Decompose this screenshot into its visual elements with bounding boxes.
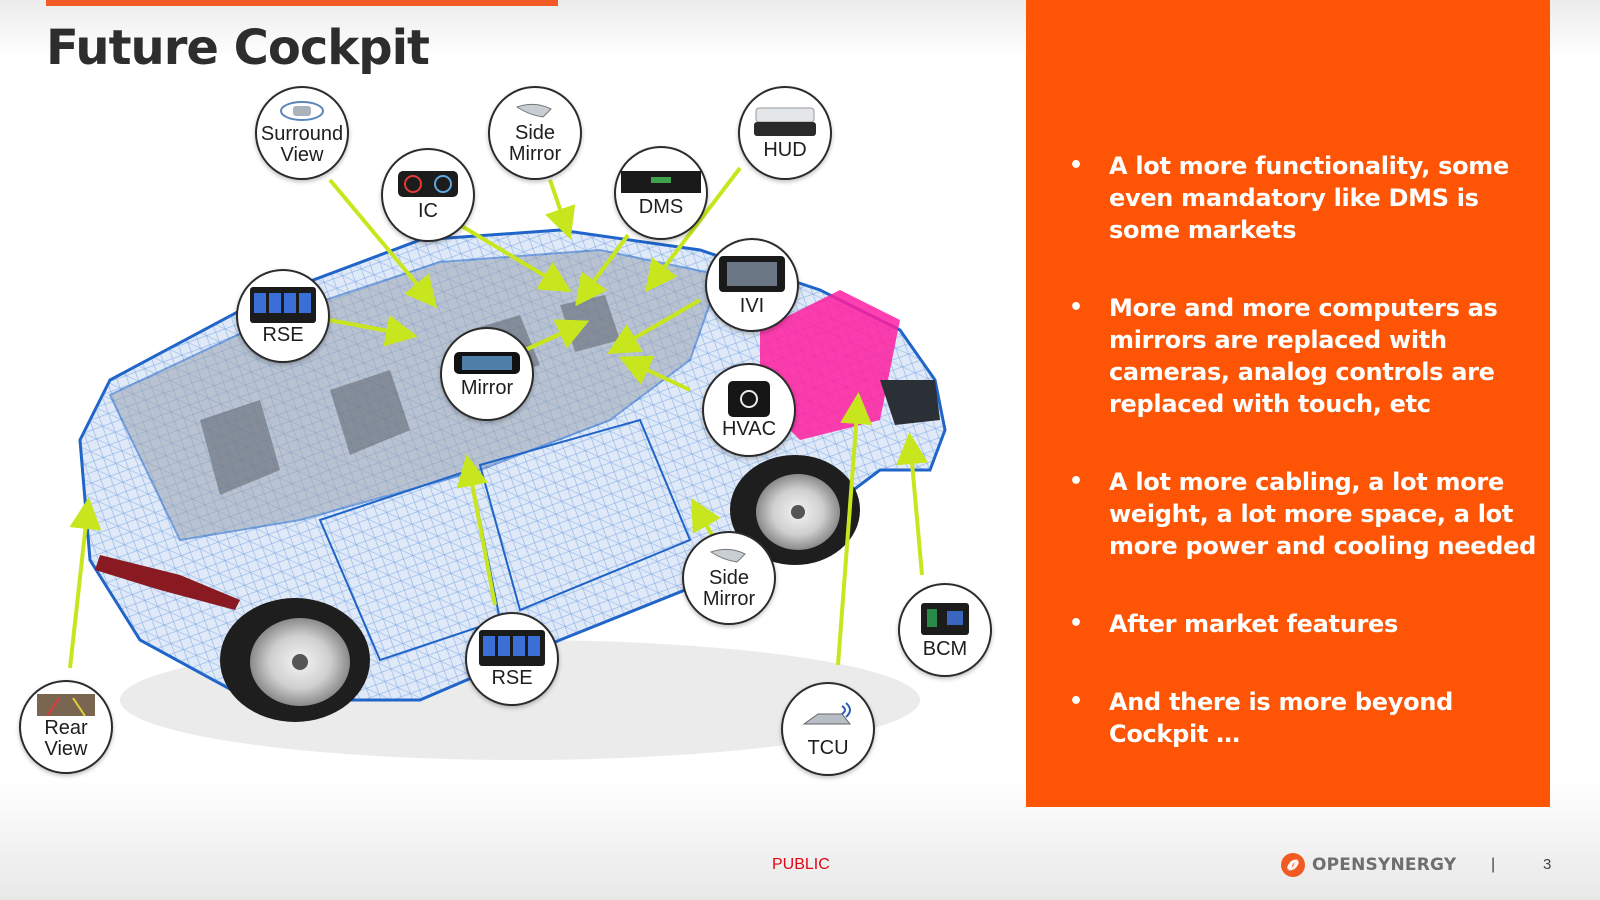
brand-logo: OPENSYNERGY: [1280, 852, 1456, 878]
hvac-control-thumbnail-icon: [728, 380, 770, 417]
slide-title: Future Cockpit: [46, 20, 430, 76]
body-control-module-thumbnail-icon: [921, 602, 969, 635]
side-mirror-thumbnail-icon: [709, 548, 746, 563]
callout-dms: DMS: [614, 146, 708, 240]
bullet-text: More and more computers as mirrors are r…: [1109, 294, 1498, 418]
classification-label: PUBLIC: [772, 856, 830, 873]
bullet-icon: •: [1069, 689, 1083, 714]
callout-label: DMS: [638, 195, 684, 218]
telematics-unit-thumbnail-icon: [802, 701, 852, 724]
callout-label: RSE: [491, 666, 533, 689]
callout-label: TCU: [807, 736, 849, 759]
callout-label: Side Mirror: [508, 122, 562, 165]
callout-label: Mirror: [460, 376, 514, 399]
page-number: 3: [1543, 856, 1552, 873]
callout-label: Side Mirror: [702, 567, 756, 610]
callout-rear-view: Rear View: [19, 680, 113, 774]
callout-arrows: [68, 166, 929, 669]
brand-name: OPENSYNERGY: [1312, 855, 1457, 875]
bullet-icon: •: [1069, 295, 1083, 320]
callout-label: IVI: [739, 294, 765, 317]
bullet-text: A lot more cabling, a lot more weight, a…: [1109, 468, 1536, 560]
bullet-item: • More and more computers as mirrors are…: [1069, 292, 1539, 420]
callout-rse-top: RSE: [236, 269, 330, 363]
callout-label: RSE: [262, 323, 304, 346]
bullet-item: • A lot more cabling, a lot more weight,…: [1069, 466, 1539, 562]
callout-ic: IC: [381, 148, 475, 242]
bullet-text: After market features: [1109, 610, 1398, 638]
bullet-item: • And there is more beyond Cockpit …: [1069, 686, 1539, 750]
callout-hud: HUD: [738, 86, 832, 180]
callout-label: BCM: [922, 637, 968, 660]
bullet-item: • A lot more functionality, some even ma…: [1069, 150, 1539, 246]
callout-label: Surround View: [260, 123, 344, 166]
rear-wheel: [220, 598, 370, 722]
top-accent-bar: [46, 0, 558, 6]
bullet-list: • A lot more functionality, some even ma…: [1069, 150, 1539, 796]
callout-surround-view: Surround View: [255, 86, 349, 180]
callout-hvac: HVAC: [702, 363, 796, 457]
bullet-icon: •: [1069, 153, 1083, 178]
bullet-icon: •: [1069, 469, 1083, 494]
bullet-icon: •: [1069, 611, 1083, 636]
callout-ivi: IVI: [705, 238, 799, 332]
callout-label: HVAC: [721, 417, 777, 440]
infotainment-thumbnail-icon: [719, 255, 785, 292]
callout-bcm: BCM: [898, 583, 992, 677]
hud-thumbnail-icon: [754, 107, 816, 136]
footer-separator: |: [1491, 856, 1496, 873]
callout-tcu: TCU: [781, 682, 875, 776]
rear-view-camera-thumbnail-icon: [37, 694, 95, 716]
bullet-text: And there is more beyond Cockpit …: [1109, 688, 1453, 748]
info-panel: • A lot more functionality, some even ma…: [1026, 0, 1550, 807]
opensynergy-logo-icon: [1281, 853, 1305, 877]
callout-side-mirror-bottom: Side Mirror: [682, 531, 776, 625]
driver-monitoring-thumbnail-icon: [621, 170, 701, 193]
callout-label: Rear View: [44, 717, 88, 760]
rse-screen-thumbnail-icon: [479, 629, 545, 666]
rse-screen-thumbnail-icon: [250, 286, 316, 323]
callout-rse-bottom: RSE: [465, 612, 559, 706]
rearview-mirror-thumbnail-icon: [454, 351, 520, 374]
callout-label: HUD: [763, 138, 807, 161]
front-wheel: [730, 455, 860, 565]
callout-mirror: Mirror: [440, 327, 534, 421]
bullet-item: • After market features: [1069, 608, 1539, 640]
instrument-cluster-thumbnail-icon: [398, 170, 458, 197]
callout-label: IC: [418, 199, 438, 222]
callout-side-mirror-top: Side Mirror: [488, 86, 582, 180]
bullet-text: A lot more functionality, some even mand…: [1109, 152, 1509, 244]
surround-view-thumbnail-icon: [280, 101, 324, 121]
side-mirror-thumbnail-icon: [515, 103, 552, 118]
